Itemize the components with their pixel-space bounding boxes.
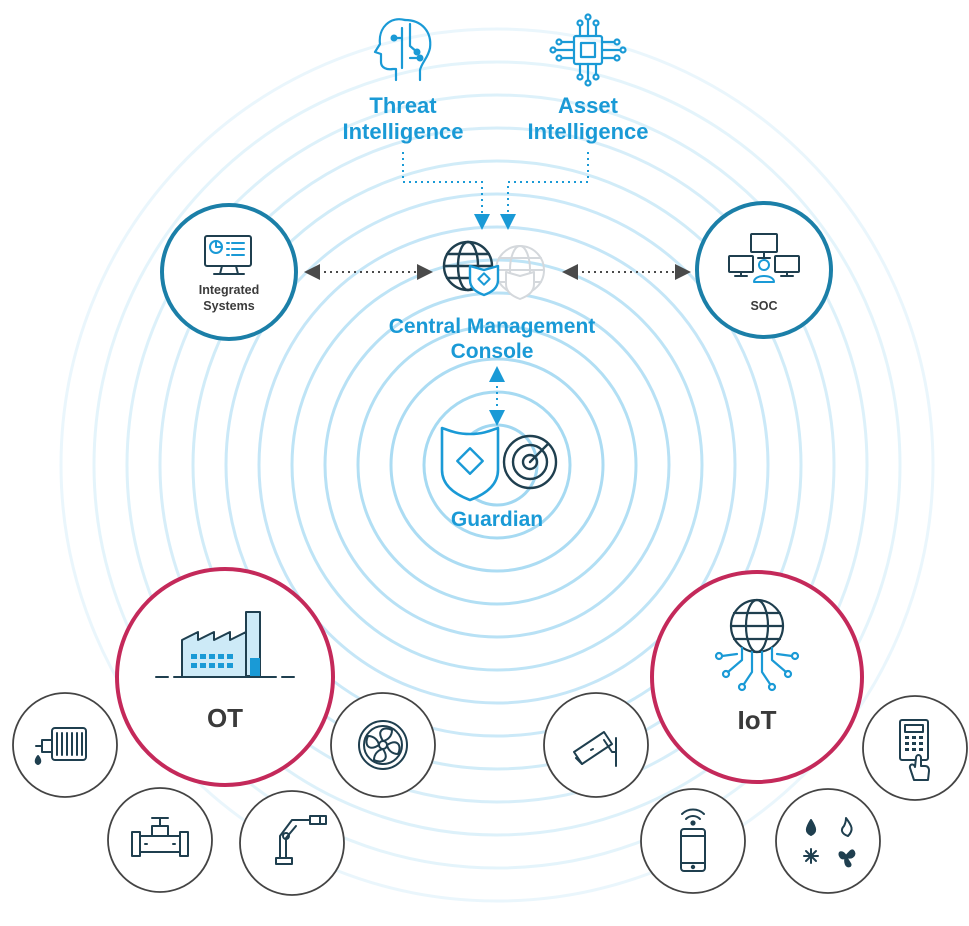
connectors	[304, 152, 691, 426]
iot-device-camera	[543, 692, 649, 798]
monitor-dashboard-icon	[204, 235, 252, 275]
chip-circuit-icon	[549, 13, 627, 87]
integrated-systems-node	[160, 203, 298, 341]
ripple-rings	[59, 27, 935, 903]
shield-radar-icon	[440, 426, 558, 502]
ripple-ring	[224, 192, 770, 738]
ripple-ring	[59, 27, 935, 903]
factory-icon	[155, 611, 295, 678]
ripple-ring	[389, 357, 605, 573]
ot-device-robot-arm	[239, 790, 345, 896]
ot-device-fan	[330, 692, 436, 798]
iot-device-smartphone	[640, 788, 746, 894]
iot-device-hvac	[775, 788, 881, 894]
ot-label: OT	[206, 703, 244, 733]
smartphone-wifi-icon	[680, 808, 706, 872]
network-monitors-icon	[728, 233, 800, 283]
soc-label: SOC	[750, 299, 778, 313]
ot-device-motor	[12, 692, 118, 798]
keypad-touch-icon	[899, 719, 930, 781]
iot-label: IoT	[737, 705, 777, 735]
ripple-ring	[323, 291, 671, 639]
globe-shield-icon	[442, 240, 545, 300]
integrated-systems-label: Integrated Systems	[198, 283, 260, 314]
pipe-valve-icon	[131, 817, 189, 857]
threat-intelligence-label: Threat Intelligence	[342, 93, 464, 144]
security-camera-icon	[573, 731, 617, 767]
robot-arm-icon	[275, 815, 327, 865]
globe-network-icon	[714, 598, 800, 692]
ripple-ring	[257, 225, 737, 705]
ripple-ring	[158, 126, 836, 804]
ai-head-circuit-icon	[373, 18, 432, 82]
ripple-ring	[290, 258, 704, 672]
ot-device-valve	[107, 787, 213, 893]
asset-intelligence-label: Asset Intelligence	[527, 93, 649, 144]
iot-node	[650, 570, 864, 784]
ripple-ring	[125, 93, 869, 837]
motor-icon	[34, 727, 87, 765]
hvac-utilities-icon	[803, 817, 856, 868]
ripple-ring	[92, 60, 902, 870]
ripple-ring	[191, 159, 803, 771]
iot-device-keypad	[862, 695, 968, 801]
fan-icon	[358, 720, 408, 770]
guardian-label: Guardian	[450, 508, 544, 531]
central-management-console-label: Central Management Console	[388, 315, 596, 363]
ripple-ring	[356, 324, 638, 606]
